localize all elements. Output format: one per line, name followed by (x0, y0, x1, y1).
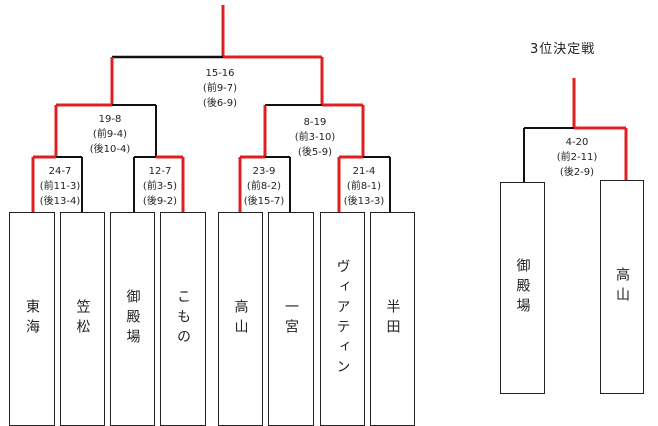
team-name-1: 東海 (24, 299, 40, 339)
team-name-5: 高山 (232, 299, 249, 339)
score-qf3-first: (前8-2) (246, 181, 282, 192)
score-qf2: 12-7 (前3-5) (後9-2) (130, 164, 190, 209)
score-third: 4-20 (前2-11) (後2-9) (547, 135, 607, 180)
score-third-second: (後2-9) (559, 167, 595, 178)
team-box-2: 笠松 (60, 212, 105, 426)
team-box-3: 御殿場 (110, 212, 155, 426)
score-third-total: 4-20 (565, 137, 589, 148)
score-final: 15-16 (前9-7) (後6-9) (190, 66, 250, 111)
team-box-5: 高山 (218, 212, 263, 426)
team-name-2: 笠松 (74, 299, 91, 339)
third-team-box-2: 高山 (600, 180, 644, 394)
team-name-8: 半田 (384, 299, 401, 339)
team-box-8: 半田 (370, 212, 415, 426)
score-qf4-first: (前8-1) (346, 181, 382, 192)
score-qf1-first: (前11-3) (39, 181, 81, 192)
score-qf4-second: (後13-3) (343, 196, 385, 207)
score-semi-right-second: (後5-9) (297, 147, 333, 158)
score-qf3: 23-9 (前8-2) (後15-7) (234, 164, 294, 209)
score-qf4: 21-4 (前8-1) (後13-3) (334, 164, 394, 209)
team-name-6: 一宮 (283, 299, 299, 339)
score-semi-left-second: (後10-4) (89, 144, 131, 155)
score-qf1-second: (後13-4) (39, 196, 81, 207)
score-final-total: 15-16 (205, 68, 235, 79)
score-qf2-total: 12-7 (148, 166, 172, 177)
third-team-box-1: 御殿場 (500, 182, 545, 394)
team-box-1: 東海 (9, 212, 55, 426)
team-name-7: ヴィアティン (334, 259, 351, 379)
score-final-first: (前9-7) (202, 83, 238, 94)
third-team-name-2: 高山 (614, 267, 630, 307)
team-box-4: こもの (160, 212, 206, 426)
score-semi-left-first: (前9-4) (92, 129, 128, 140)
team-name-3: 御殿場 (124, 289, 141, 349)
team-name-4: こもの (175, 289, 191, 349)
score-qf2-first: (前3-5) (142, 181, 178, 192)
score-semi-right-first: (前3-10) (294, 132, 336, 143)
score-semi-left: 19-8 (前9-4) (後10-4) (80, 112, 140, 157)
score-qf1: 24-7 (前11-3) (後13-4) (30, 164, 90, 209)
score-semi-left-total: 19-8 (98, 114, 122, 125)
score-qf2-second: (後9-2) (142, 196, 178, 207)
score-semi-right-total: 8-19 (303, 117, 327, 128)
score-third-first: (前2-11) (556, 152, 598, 163)
team-box-6: 一宮 (268, 212, 314, 426)
third-team-name-1: 御殿場 (514, 258, 531, 318)
score-semi-right: 8-19 (前3-10) (後5-9) (285, 115, 345, 160)
score-qf3-total: 23-9 (252, 166, 276, 177)
third-place-title: 3位決定戦 (530, 42, 596, 57)
score-final-second: (後6-9) (202, 98, 238, 109)
score-qf4-total: 21-4 (352, 166, 376, 177)
score-qf1-total: 24-7 (48, 166, 72, 177)
score-qf3-second: (後15-7) (243, 196, 285, 207)
team-box-7: ヴィアティン (320, 212, 365, 426)
